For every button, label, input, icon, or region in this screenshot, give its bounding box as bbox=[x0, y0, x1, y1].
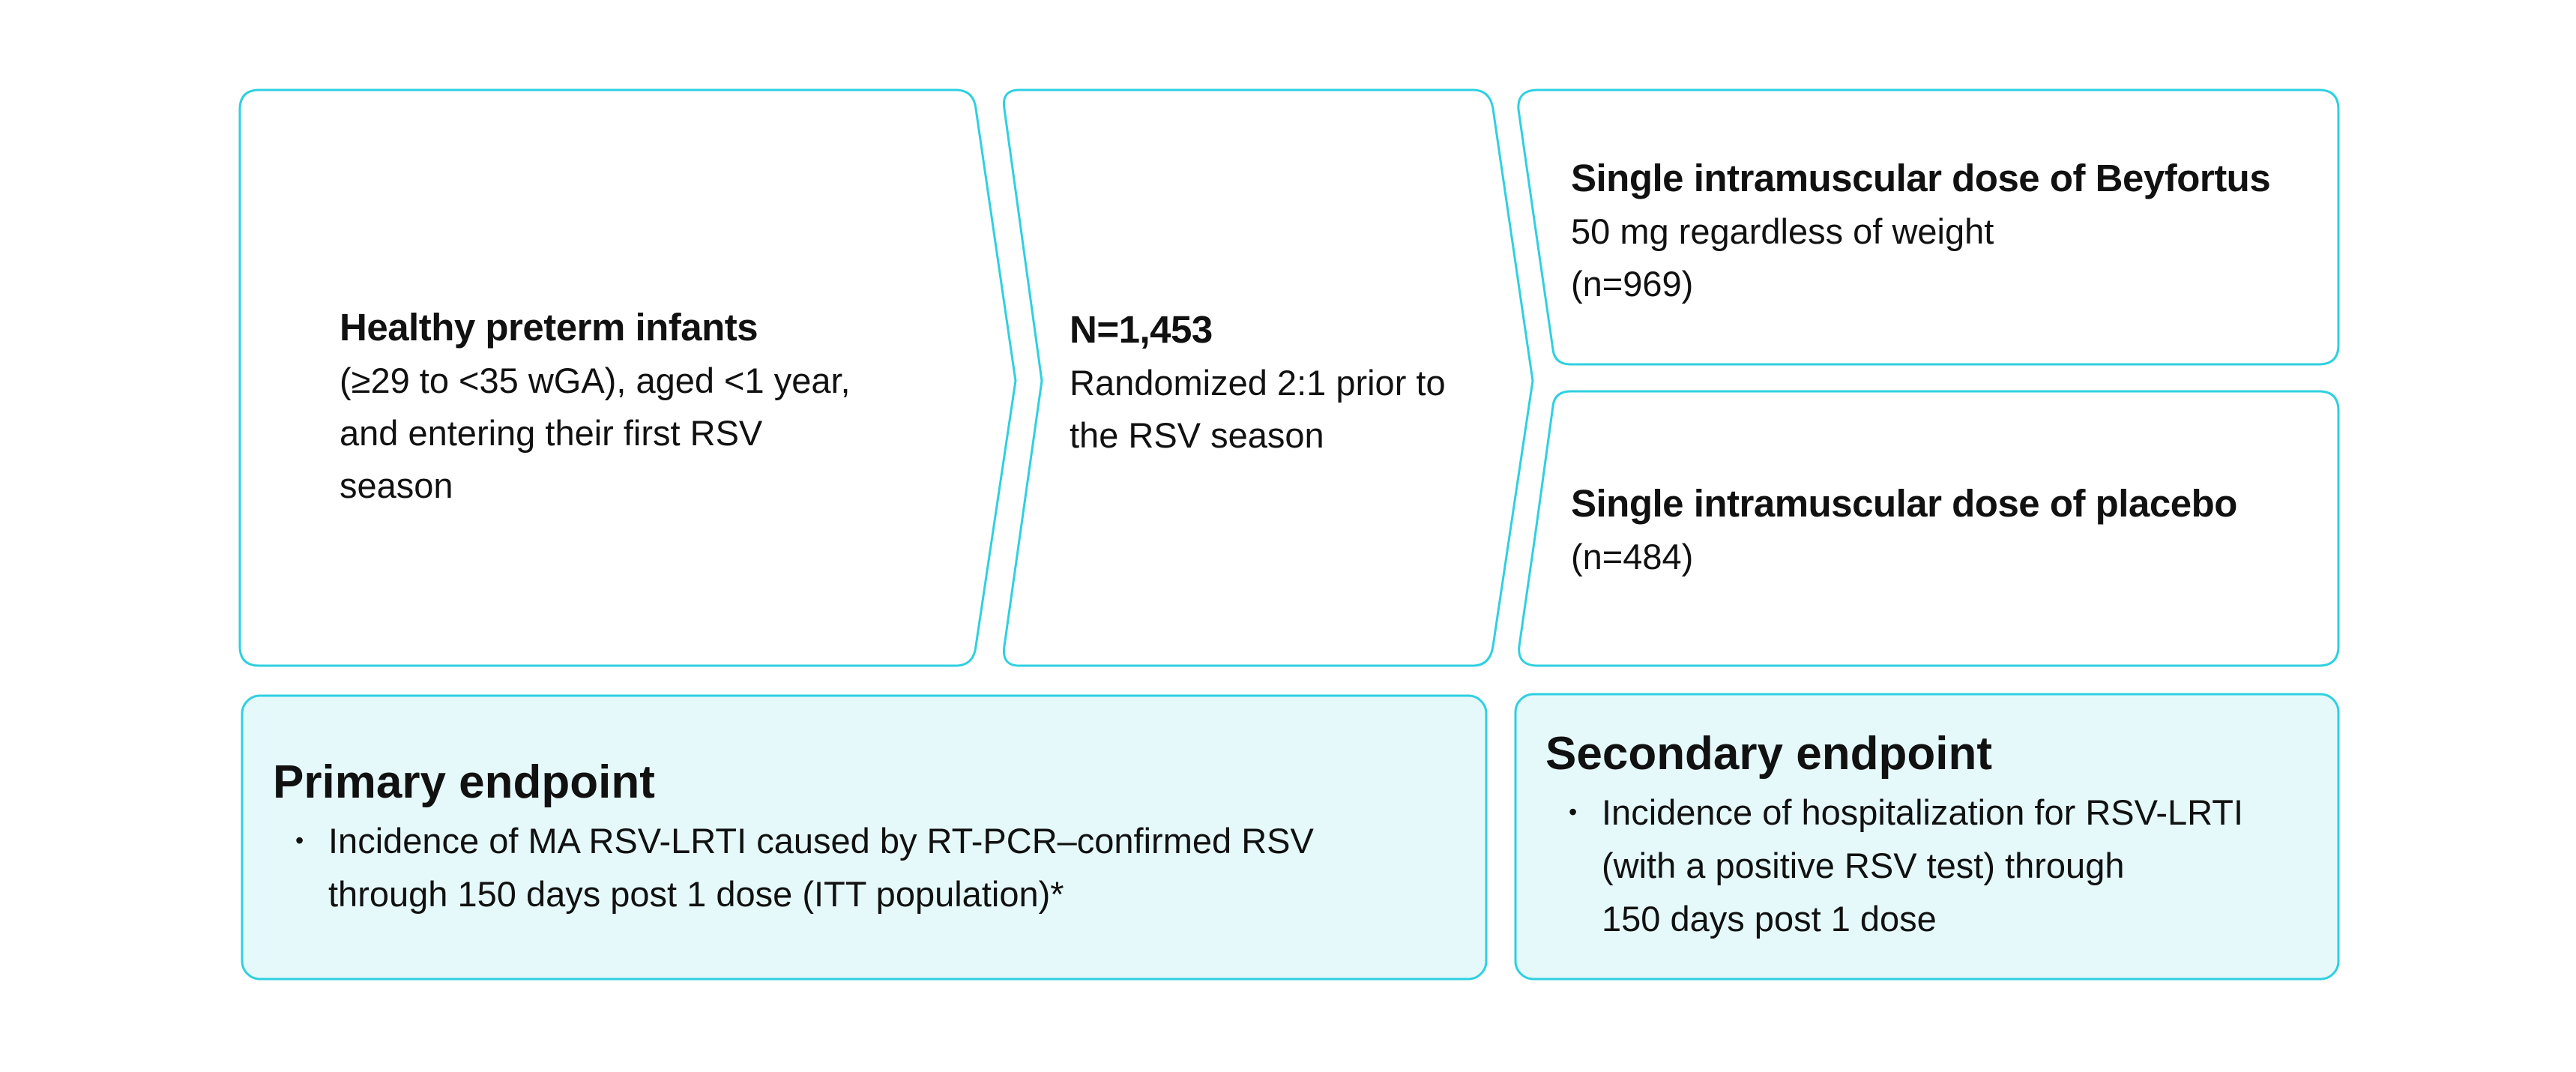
primary-endpoint-bullet: • Incidence of MA RSV-LRTI caused by RT-… bbox=[295, 814, 1314, 921]
randomization-box bbox=[1002, 88, 1534, 667]
arm-placebo-title: Single intramuscular dose of placebo bbox=[1571, 482, 2237, 525]
arm-beyfortus-box bbox=[1517, 88, 2340, 366]
population-line-1: (≥29 to <35 wGA), aged <1 year, bbox=[340, 361, 851, 400]
arm-beyfortus-line-1: 50 mg regardless of weight bbox=[1571, 211, 1994, 251]
randomization-text: N=1,453 Randomized 2:1 prior to the RSV … bbox=[1070, 303, 1446, 462]
population-line-2: and entering their first RSV bbox=[340, 413, 763, 453]
randomization-title: N=1,453 bbox=[1070, 308, 1213, 351]
population-line-3: season bbox=[340, 466, 453, 505]
randomization-line-1: Randomized 2:1 prior to bbox=[1070, 363, 1446, 403]
arm-beyfortus-line-2: (n=969) bbox=[1571, 264, 1694, 304]
bullet-dot-icon: • bbox=[295, 827, 304, 854]
secondary-endpoint-box bbox=[1514, 693, 2340, 981]
arm-beyfortus-text: Single intramuscular dose of Beyfortus 5… bbox=[1571, 151, 2271, 310]
arm-beyfortus-title: Single intramuscular dose of Beyfortus bbox=[1571, 157, 2271, 199]
primary-endpoint-title: Primary endpoint bbox=[273, 756, 655, 808]
randomization-line-2: the RSV season bbox=[1070, 415, 1324, 455]
secondary-endpoint-line-2: (with a positive RSV test) through bbox=[1602, 846, 2125, 885]
population-title: Healthy preterm infants bbox=[340, 306, 758, 349]
primary-endpoint-box bbox=[241, 694, 1488, 981]
secondary-endpoint-line-3: 150 days post 1 dose bbox=[1602, 899, 1937, 939]
population-box bbox=[238, 88, 1017, 667]
primary-endpoint-line-2: through 150 days post 1 dose (ITT popula… bbox=[328, 874, 1064, 914]
bullet-dot-icon: • bbox=[1569, 798, 1578, 825]
primary-endpoint-line-1: Incidence of MA RSV-LRTI caused by RT-PC… bbox=[328, 821, 1314, 861]
arm-placebo-box bbox=[1518, 390, 2340, 667]
secondary-endpoint-bullet: • Incidence of hospitalization for RSV-L… bbox=[1569, 786, 2244, 945]
arm-placebo-text: Single intramuscular dose of placebo (n=… bbox=[1571, 477, 2237, 583]
arm-placebo-line-1: (n=484) bbox=[1571, 537, 1694, 576]
secondary-endpoint-title: Secondary endpoint bbox=[1545, 728, 1992, 780]
secondary-endpoint-line-1: Incidence of hospitalization for RSV-LRT… bbox=[1602, 792, 2244, 832]
population-text: Healthy preterm infants (≥29 to <35 wGA)… bbox=[340, 301, 851, 512]
